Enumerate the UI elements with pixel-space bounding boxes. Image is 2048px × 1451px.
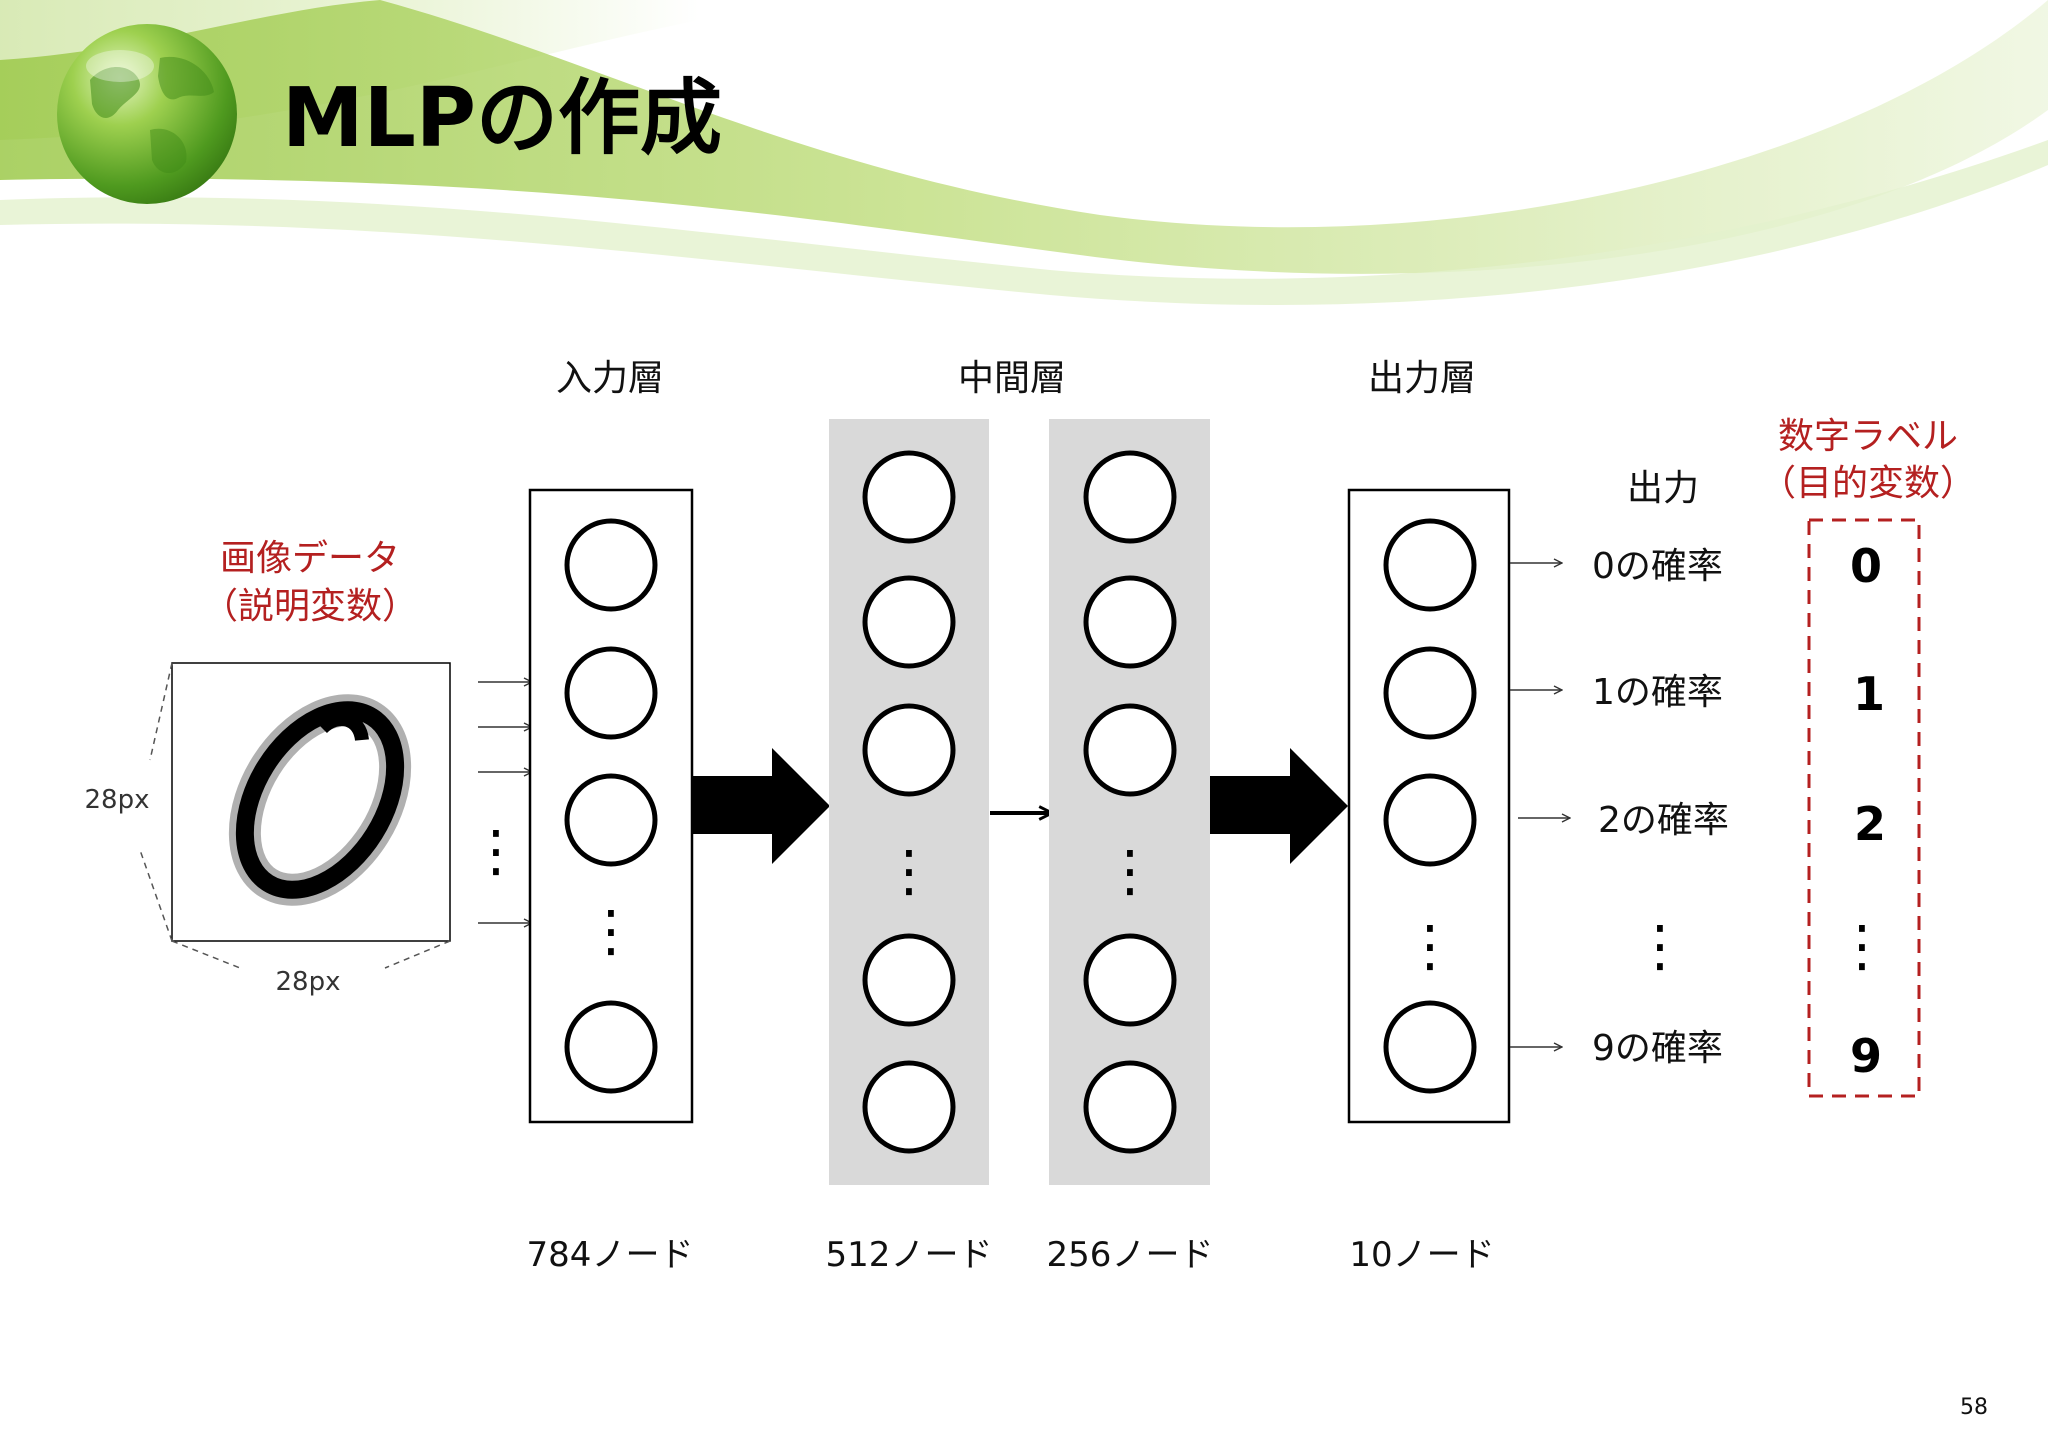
target-label-box xyxy=(1807,518,1921,1098)
output-probability-0: 0の確率 xyxy=(1592,546,1723,587)
image-height-label: 28px xyxy=(85,785,150,815)
input-node xyxy=(564,773,658,867)
input-node xyxy=(564,1000,658,1094)
output-layer-nodes xyxy=(1383,518,1477,1094)
hidden1-node-count: 512ノード xyxy=(826,1235,993,1275)
header-swoosh-light xyxy=(0,140,2048,306)
hidden2-node xyxy=(1083,933,1177,1027)
input-layer-nodes xyxy=(564,518,658,1094)
globe-icon xyxy=(57,24,237,204)
hidden-layer-title: 中間層 xyxy=(958,358,1066,399)
hidden1-node xyxy=(862,450,956,544)
slide-title: MLPの作成 xyxy=(282,71,722,166)
output-node-count: 10ノード xyxy=(1349,1235,1494,1275)
hidden1-nodes-ellipsis: ⋮ xyxy=(881,839,937,904)
input-node xyxy=(564,518,658,612)
input-to-hidden-arrow xyxy=(692,748,830,864)
input-nodes-ellipsis: ⋮ xyxy=(583,899,639,964)
target-label-9: 9 xyxy=(1850,1029,1882,1083)
page-number: 58 xyxy=(1960,1395,1988,1420)
header-swoosh-main xyxy=(0,0,2048,274)
output-nodes-ellipsis: ⋮ xyxy=(1402,914,1458,979)
output-probabilities-ellipsis: ⋮ xyxy=(1632,914,1688,979)
output-probability-1: 1の確率 xyxy=(1592,672,1723,713)
input-node xyxy=(564,646,658,740)
target-label-0: 0 xyxy=(1850,539,1882,593)
image-width-label: 28px xyxy=(276,967,341,997)
output-layer-title: 出力層 xyxy=(1368,358,1476,399)
output-header: 出力 xyxy=(1627,468,1699,509)
hidden1-node xyxy=(862,575,956,669)
hidden2-node-count: 256ノード xyxy=(1047,1235,1214,1275)
hidden1-node xyxy=(862,1060,956,1154)
pixel-arrows-ellipsis: ⋮ xyxy=(468,819,524,884)
hidden2-node xyxy=(1083,703,1177,797)
output-arrows xyxy=(1510,563,1570,1047)
target-labels-ellipsis: ⋮ xyxy=(1834,914,1890,979)
output-probability-2: 2の確率 xyxy=(1598,800,1729,841)
target-title: 数字ラベル xyxy=(1778,416,1958,457)
hidden1-node xyxy=(862,703,956,797)
target-subtitle: （目的変数） xyxy=(1760,463,1976,504)
target-label-1: 1 xyxy=(1853,667,1885,721)
output-node xyxy=(1383,773,1477,867)
target-label-2: 2 xyxy=(1854,797,1886,851)
image-dimension-guides xyxy=(139,662,451,969)
hidden2-node xyxy=(1083,450,1177,544)
pixel-input-arrows xyxy=(478,682,532,923)
hidden-layer-1-bg xyxy=(829,419,989,1185)
input-node-count: 784ノード xyxy=(527,1235,694,1275)
hidden1-node xyxy=(862,933,956,1027)
hidden-layer-2-nodes xyxy=(1083,450,1177,1154)
output-node xyxy=(1383,1000,1477,1094)
output-node xyxy=(1383,518,1477,612)
hidden-layer-1-nodes xyxy=(862,450,956,1154)
hidden-to-output-arrow xyxy=(1210,748,1348,864)
output-node xyxy=(1383,646,1477,740)
input-image-label: 画像データ xyxy=(220,538,400,579)
hidden2-node xyxy=(1083,1060,1177,1154)
hidden2-nodes-ellipsis: ⋮ xyxy=(1102,839,1158,904)
input-image-sublabel: （説明変数） xyxy=(202,586,418,627)
digit-zero-image xyxy=(228,694,412,906)
hidden2-node xyxy=(1083,575,1177,669)
output-probability-9: 9の確率 xyxy=(1592,1028,1723,1069)
input-layer-title: 入力層 xyxy=(556,358,664,399)
hidden-layer-2-bg xyxy=(1049,419,1210,1185)
